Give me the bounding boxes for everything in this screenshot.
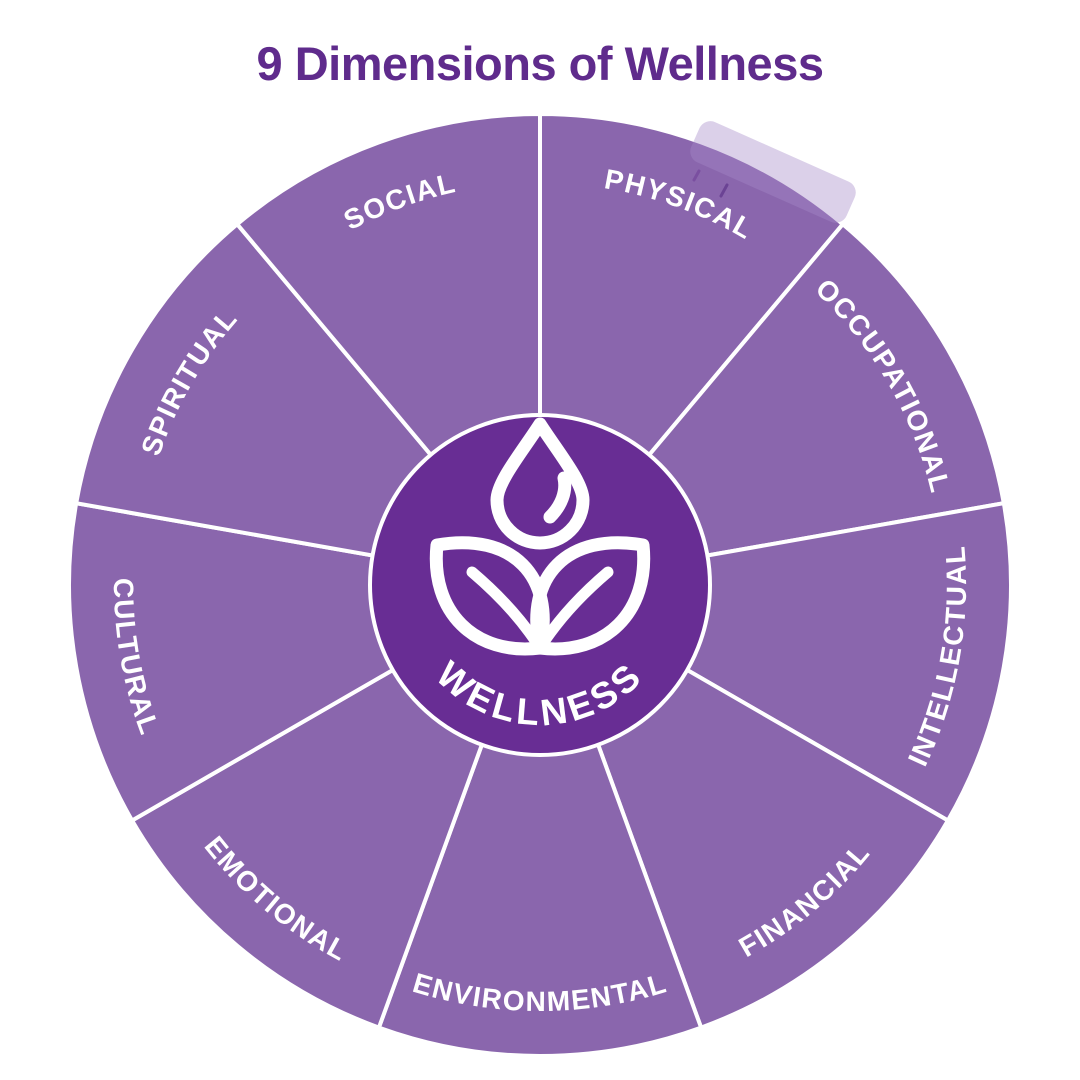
- droplet-icon: [490, 417, 590, 550]
- droplet-leaves-icon: [429, 417, 651, 656]
- leaf-right-icon: [530, 536, 651, 656]
- leaf-right-vein: [538, 566, 614, 648]
- smudge-patch: [690, 121, 856, 223]
- droplet-highlight: [543, 471, 572, 524]
- segment-environmental: [376, 579, 704, 1058]
- leaf-left-vein: [466, 566, 542, 648]
- smudge-speck: [719, 183, 729, 198]
- page-title: 9 Dimensions of Wellness: [257, 37, 824, 90]
- smudge-artifact: [690, 121, 856, 223]
- smudge-speck: [692, 169, 701, 182]
